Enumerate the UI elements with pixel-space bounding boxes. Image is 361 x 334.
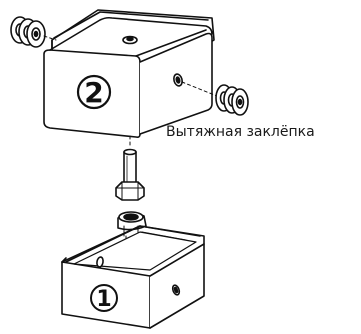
callout-1-number: 1 — [96, 287, 111, 312]
callout-2-number: 2 — [84, 76, 103, 109]
rivet-label: Вытяжная заклёпка — [166, 124, 315, 140]
hex-bolt — [115, 148, 145, 201]
callout-1: 1 — [90, 284, 118, 312]
upper-block — [43, 9, 215, 138]
lower-block — [61, 211, 205, 329]
pulley-wheel-right — [181, 81, 249, 116]
pulley-wheel-left — [10, 16, 57, 48]
callout-2: 2 — [76, 74, 112, 110]
